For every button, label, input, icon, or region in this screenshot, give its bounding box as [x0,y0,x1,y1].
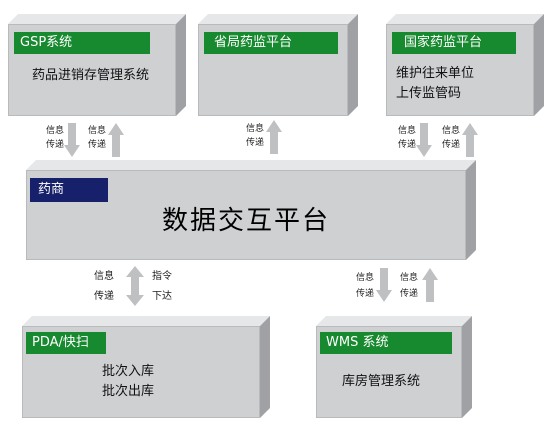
pda-info-label-2: 传递 [94,291,114,302]
pda-line-1: 批次入库 [102,364,155,379]
data-platform-box: 药商 数据交互平台 [26,160,476,260]
wms-down-label-1: 信息 [356,273,375,283]
data-platform-tag: 药商 [30,178,108,202]
gsp-system-box: GSP系统 药品进销存管理系统 [8,14,186,116]
gsp-up-label-2: 传递 [88,140,107,150]
national-down-label-1: 信息 [398,126,417,136]
national-up-arrow [462,123,478,157]
pda-box: PDA/快扫 批次入库 批次出库 [22,316,270,418]
national-platform-box: 国家药监平台 维护往来单位 上传监管码 [386,14,544,116]
national-platform-line-1: 维护往来单位 [396,66,475,81]
wms-box: WMS 系统 库房管理系统 [316,316,472,418]
national-platform-header: 国家药监平台 [392,32,516,54]
wms-up-label-2: 传递 [400,289,419,299]
provincial-up-arrow [266,120,282,154]
pda-header: PDA/快扫 [26,332,106,354]
pda-info-label-1: 信息 [94,271,114,282]
national-up-label-1: 信息 [442,126,461,136]
pda-double-arrow [126,266,144,306]
provincial-label-1: 信息 [246,124,265,134]
pda-line-2: 批次出库 [102,384,155,399]
wms-desc: 库房管理系统 [342,374,421,389]
gsp-down-label-2: 传递 [46,140,65,150]
national-down-label-2: 传递 [398,140,417,150]
wms-up-label-1: 信息 [400,273,419,283]
gsp-down-label-1: 信息 [46,126,65,136]
gsp-up-label-1: 信息 [88,126,107,136]
wms-down-label-2: 传递 [356,289,375,299]
provincial-label-2: 传递 [246,138,265,148]
wms-down-arrow [376,268,392,302]
wms-header: WMS 系统 [320,332,452,354]
provincial-platform-header: 省局药监平台 [204,32,338,54]
pda-command-label-1: 指令 [152,271,172,282]
national-down-arrow [416,123,432,157]
wms-up-arrow [422,268,438,302]
gsp-system-header: GSP系统 [14,32,150,54]
national-up-label-2: 传递 [442,140,461,150]
data-platform-title: 数据交互平台 [162,206,331,236]
gsp-system-desc: 药品进销存管理系统 [32,68,150,83]
gsp-down-arrow [64,123,80,157]
provincial-platform-box: 省局药监平台 [198,14,358,116]
national-platform-line-2: 上传监管码 [396,86,462,101]
pda-command-label-2: 下达 [152,291,172,302]
gsp-up-arrow [108,123,124,157]
